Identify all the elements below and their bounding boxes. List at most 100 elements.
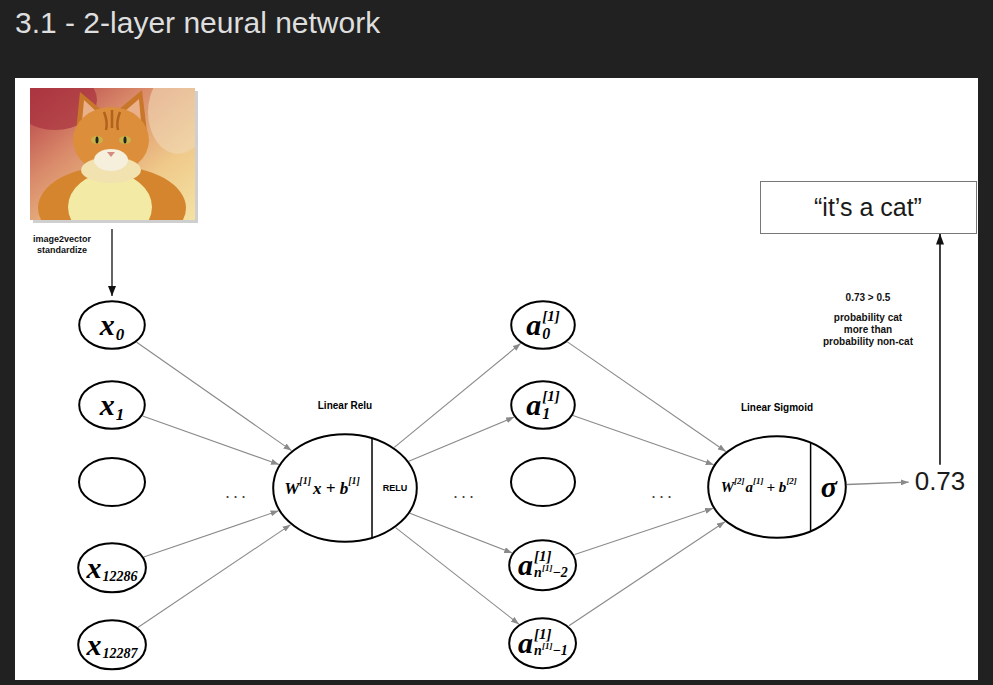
math-symbol: [1] — [534, 549, 552, 564]
activation-cell: σ — [811, 435, 847, 539]
empty-unit — [79, 458, 145, 506]
math-symbol: 12287 — [102, 647, 137, 661]
cat-photo — [148, 88, 195, 154]
step-note: image2vector standardize — [33, 234, 91, 256]
unit-divider — [371, 438, 373, 538]
unit-circle — [78, 620, 146, 669]
unit-circle — [510, 540, 577, 590]
math-symbol: 1 — [542, 406, 550, 422]
input-unit: x0 — [78, 300, 146, 350]
cat-photo — [104, 110, 120, 130]
math-symbol: [2] — [734, 477, 745, 486]
prediction-box: “it’s a cat” — [760, 181, 977, 234]
connector — [144, 511, 279, 557]
connector — [567, 342, 725, 452]
cat-photo — [30, 88, 195, 220]
math-symbol: W — [721, 480, 734, 495]
math-symbol: σ — [821, 472, 837, 502]
math-symbol: a — [746, 480, 754, 495]
formula: W[1]x + b[1] — [284, 480, 360, 497]
unit-circle — [511, 301, 575, 349]
math-symbol: [1] — [542, 309, 560, 324]
decision-note: probability cat more than probability no… — [822, 312, 914, 348]
heading-holder: Linear Sigmoid — [741, 397, 813, 415]
prediction-text: “it’s a cat” — [814, 192, 922, 222]
math-symbol: a — [518, 550, 533, 580]
node-label: “it’s a cat” — [814, 192, 922, 222]
math-symbol: n — [534, 644, 542, 658]
hidden-unit: a[1] 1 — [510, 380, 576, 430]
connector — [138, 525, 291, 628]
output-value: 0.73 — [909, 465, 972, 498]
activation-cell: RELU — [372, 433, 418, 543]
math-symbol: 12286 — [102, 570, 137, 584]
input-arrow — [111, 229, 112, 296]
math-symbol: a — [526, 390, 541, 420]
unit-circle — [78, 543, 146, 592]
math-symbol: a — [526, 310, 541, 340]
script-row: n[1]−1 — [534, 644, 568, 658]
connector — [939, 234, 941, 465]
script-row: [1] — [534, 627, 552, 642]
unit-label: a[1]0 — [526, 309, 560, 342]
heading-holder: Linear Relu — [318, 395, 372, 413]
cat-photo — [91, 136, 103, 144]
unit-label: a[1] 1 — [526, 389, 560, 422]
math-symbol: x — [86, 630, 101, 660]
label-holder: ... — [451, 482, 479, 502]
label-holder: ... — [223, 482, 251, 502]
math-symbol: [1] — [534, 627, 552, 642]
unit-divider — [810, 443, 812, 532]
script-stack: [1]n[1]−1 — [534, 627, 568, 658]
unit-label: a[1]n[1]−2 — [518, 549, 568, 580]
hidden-unit: a[1]n[1]−2 — [508, 539, 577, 591]
cat-photo — [96, 137, 99, 144]
unit-heading: Linear Sigmoid — [741, 402, 813, 413]
script-stack: [1]0 — [542, 309, 560, 342]
connector — [410, 513, 512, 553]
unit-circle — [79, 381, 145, 429]
cat-photo — [94, 149, 128, 171]
unit-label: x12286 — [86, 553, 137, 583]
cat-photo — [124, 137, 127, 144]
unit-circle — [273, 434, 417, 542]
unit-label: x12287 — [86, 630, 137, 660]
cat-photo — [119, 136, 131, 144]
label-holder: probability cat more than probability no… — [822, 312, 914, 348]
linear-sigmoid-unit: Linear SigmoidW[2]a[1]+ b[2]σ — [707, 435, 847, 539]
script-row: [1] — [542, 389, 560, 404]
node-label: 0.73 — [915, 467, 966, 496]
unit-circle — [510, 618, 577, 668]
unit-label: a[1]n[1]−1 — [518, 627, 568, 658]
connector — [847, 482, 909, 484]
cat-photo — [73, 107, 149, 173]
math-symbol: [2] — [786, 477, 797, 486]
math-symbol: x — [100, 390, 115, 420]
input-unit: x12286 — [77, 542, 147, 594]
script-stack: [1]n[1]−2 — [534, 549, 568, 580]
empty-unit — [511, 458, 575, 506]
cat-photo — [107, 152, 115, 157]
output-number: 0.73 — [915, 467, 966, 496]
math-symbol: x — [86, 553, 101, 583]
math-symbol: + b — [767, 480, 787, 495]
title-holder: 3.1 - 2-layer neural network — [15, 3, 380, 43]
math-symbol: [1] — [542, 642, 553, 651]
math-symbol: 1 — [116, 406, 125, 423]
script-row: [1] — [534, 549, 552, 564]
activation-name: RELU — [383, 484, 408, 493]
math-symbol: x — [100, 310, 115, 340]
unit-heading: Linear Relu — [318, 400, 372, 411]
activation: σ — [821, 472, 837, 502]
hidden-unit: a[1]n[1]−1 — [508, 617, 577, 669]
math-symbol: x + b — [313, 480, 348, 497]
connector — [143, 416, 279, 465]
hidden-unit: a[1]0 — [510, 300, 576, 350]
input-unit: x12287 — [77, 619, 147, 671]
label-holder: ... — [649, 482, 677, 502]
connector — [573, 415, 714, 464]
unit-circle — [708, 436, 846, 538]
math-symbol: 0 — [116, 326, 125, 343]
page-title: 3.1 - 2-layer neural network — [15, 6, 380, 39]
